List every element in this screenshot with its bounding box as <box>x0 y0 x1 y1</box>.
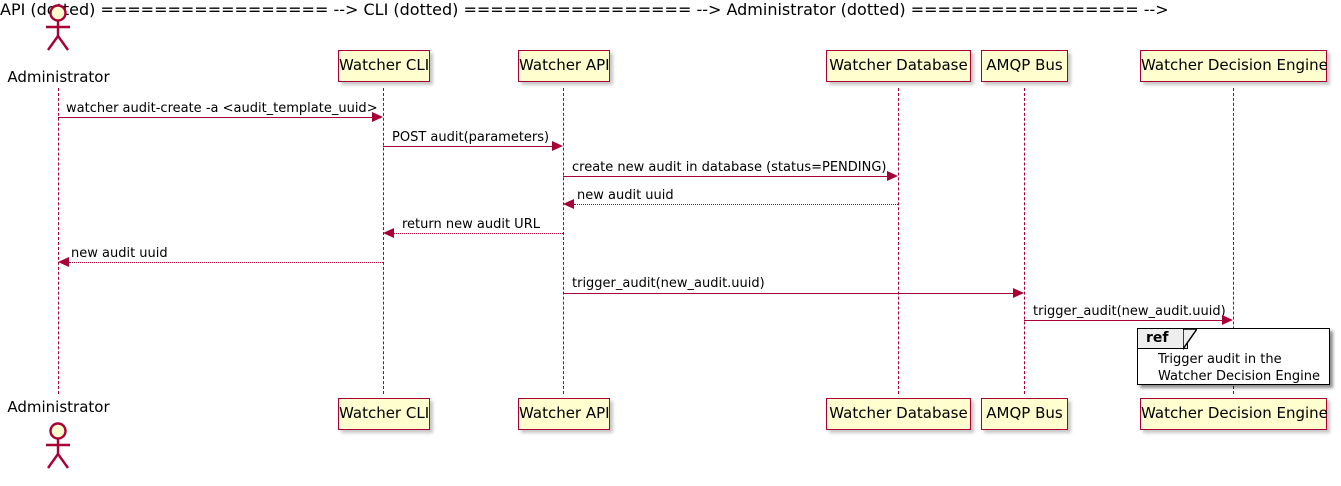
message-line-m6 <box>69 262 383 263</box>
participant-watcher-database-bottom[interactable]: Watcher Database <box>826 398 971 430</box>
message-label-m3: create new audit in database (status=PEN… <box>572 160 887 175</box>
message-label-m1: watcher audit-create -a <audit_template_… <box>66 101 378 116</box>
participant-amqp-bus-top[interactable]: AMQP Bus <box>981 50 1068 82</box>
ref-fragment: ref Trigger audit in the Watcher Decisio… <box>1137 328 1330 385</box>
participant-watcher-decision-engine-bottom[interactable]: Watcher Decision Engine <box>1140 398 1328 430</box>
lifeline-watcher-decision-engine <box>1233 88 1234 394</box>
message-line-m5 <box>394 233 563 234</box>
arrowhead-m8 <box>1222 315 1233 325</box>
participant-watcher-cli-top[interactable]: Watcher CLI <box>338 50 430 82</box>
participant-watcher-api-bottom[interactable]: Watcher API <box>518 398 610 430</box>
lifeline-administrator <box>58 88 59 394</box>
arrowhead-m7 <box>1013 288 1024 298</box>
arrowhead-m4 <box>563 199 574 209</box>
message-line-m2 <box>383 146 552 147</box>
actor-stick-figure-icon-top <box>46 4 70 51</box>
arrowhead-m1 <box>372 112 383 122</box>
message-line-m4 <box>574 204 898 205</box>
message-label-m2: POST audit(parameters) <box>392 130 550 145</box>
message-label-m4: new audit uuid <box>577 188 674 203</box>
lifeline-watcher-api <box>563 88 564 394</box>
actor-label-top: Administrator <box>7 68 110 86</box>
participant-watcher-database-top[interactable]: Watcher Database <box>826 50 971 82</box>
participant-watcher-cli-bottom[interactable]: Watcher CLI <box>338 398 430 430</box>
ref-fragment-line1: Trigger audit in the <box>1158 352 1282 367</box>
message-line-m7 <box>563 293 1013 294</box>
message-label-m8: trigger_audit(new_audit.uuid) <box>1033 304 1226 319</box>
lifeline-amqp-bus <box>1024 88 1025 394</box>
participant-watcher-api-top[interactable]: Watcher API <box>518 50 610 82</box>
message-line-m8 <box>1024 320 1222 321</box>
ref-fragment-tab-corner-icon <box>1183 329 1197 350</box>
message-line-m1 <box>58 117 372 118</box>
arrowhead-m3 <box>887 171 898 181</box>
arrowhead-m6 <box>58 257 69 267</box>
message-label-m5: return new audit URL <box>402 217 540 232</box>
message-label-m7: trigger_audit(new_audit.uuid) <box>572 276 765 291</box>
ref-fragment-tag: ref <box>1138 329 1188 349</box>
actor-stick-figure-icon-bottom <box>46 422 70 469</box>
lifeline-watcher-cli <box>383 88 384 394</box>
actor-label-bottom: Administrator <box>7 398 110 416</box>
ref-fragment-line2: Watcher Decision Engine <box>1158 369 1320 384</box>
message-label-m6: new audit uuid <box>71 246 168 261</box>
arrowhead-m5 <box>383 228 394 238</box>
message-line-m3 <box>563 176 887 177</box>
participant-watcher-decision-engine-top[interactable]: Watcher Decision Engine <box>1140 50 1328 82</box>
lifeline-watcher-database <box>898 88 899 394</box>
participant-amqp-bus-bottom[interactable]: AMQP Bus <box>981 398 1068 430</box>
arrowhead-m2 <box>552 141 563 151</box>
